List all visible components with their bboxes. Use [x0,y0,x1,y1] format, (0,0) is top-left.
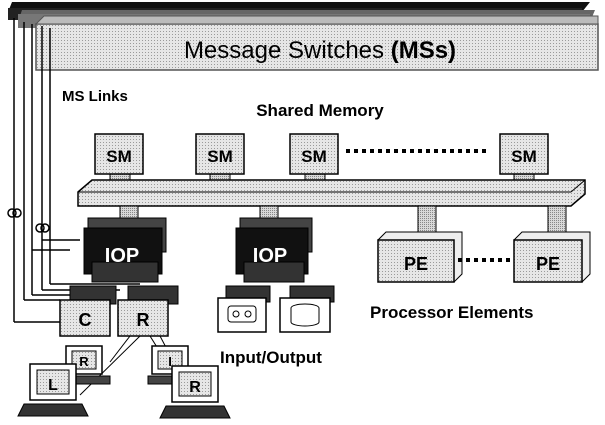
message-switch-banner [8,2,599,71]
svg-text:SM: SM [301,147,327,166]
processor-elements-label: Processor Elements [370,303,533,322]
pe-module-1: PE [377,231,463,283]
svg-text:L: L [48,377,58,394]
tape-drive-icon [217,285,271,333]
disk-drive-icon [279,285,335,333]
ms-links-label: MS Links [62,88,128,105]
terminal-r-2: R [159,365,231,419]
svg-text:C: C [79,310,92,330]
terminal-l: L [17,363,89,417]
shared-memory-label: Shared Memory [256,101,384,120]
svg-text:IOP: IOP [253,245,287,267]
bus-connectors [119,205,567,241]
svg-text:R: R [79,354,89,369]
controller-box-r: R [117,285,179,337]
pe-module-2: PE [513,231,591,283]
link-coil-icons [7,208,50,233]
svg-text:SM: SM [207,147,233,166]
svg-text:SM: SM [511,147,537,166]
svg-text:PE: PE [536,254,560,274]
input-output-label: Input/Output [220,348,322,367]
svg-text:R: R [189,379,201,396]
shared-bus [77,179,586,207]
ms-links-lines [13,18,140,323]
svg-text:R: R [137,310,150,330]
svg-text:I: I [168,354,172,369]
iop-module-1: IOP [83,217,167,283]
svg-text:IOP: IOP [105,245,139,267]
terminal-r-1: R [61,345,111,385]
message-switches-title: Message Switches (MSs) [184,37,456,64]
controller-box-c: C [59,285,117,337]
svg-text:PE: PE [404,254,428,274]
svg-text:SM: SM [106,147,132,166]
iop-module-2: IOP [235,217,313,283]
